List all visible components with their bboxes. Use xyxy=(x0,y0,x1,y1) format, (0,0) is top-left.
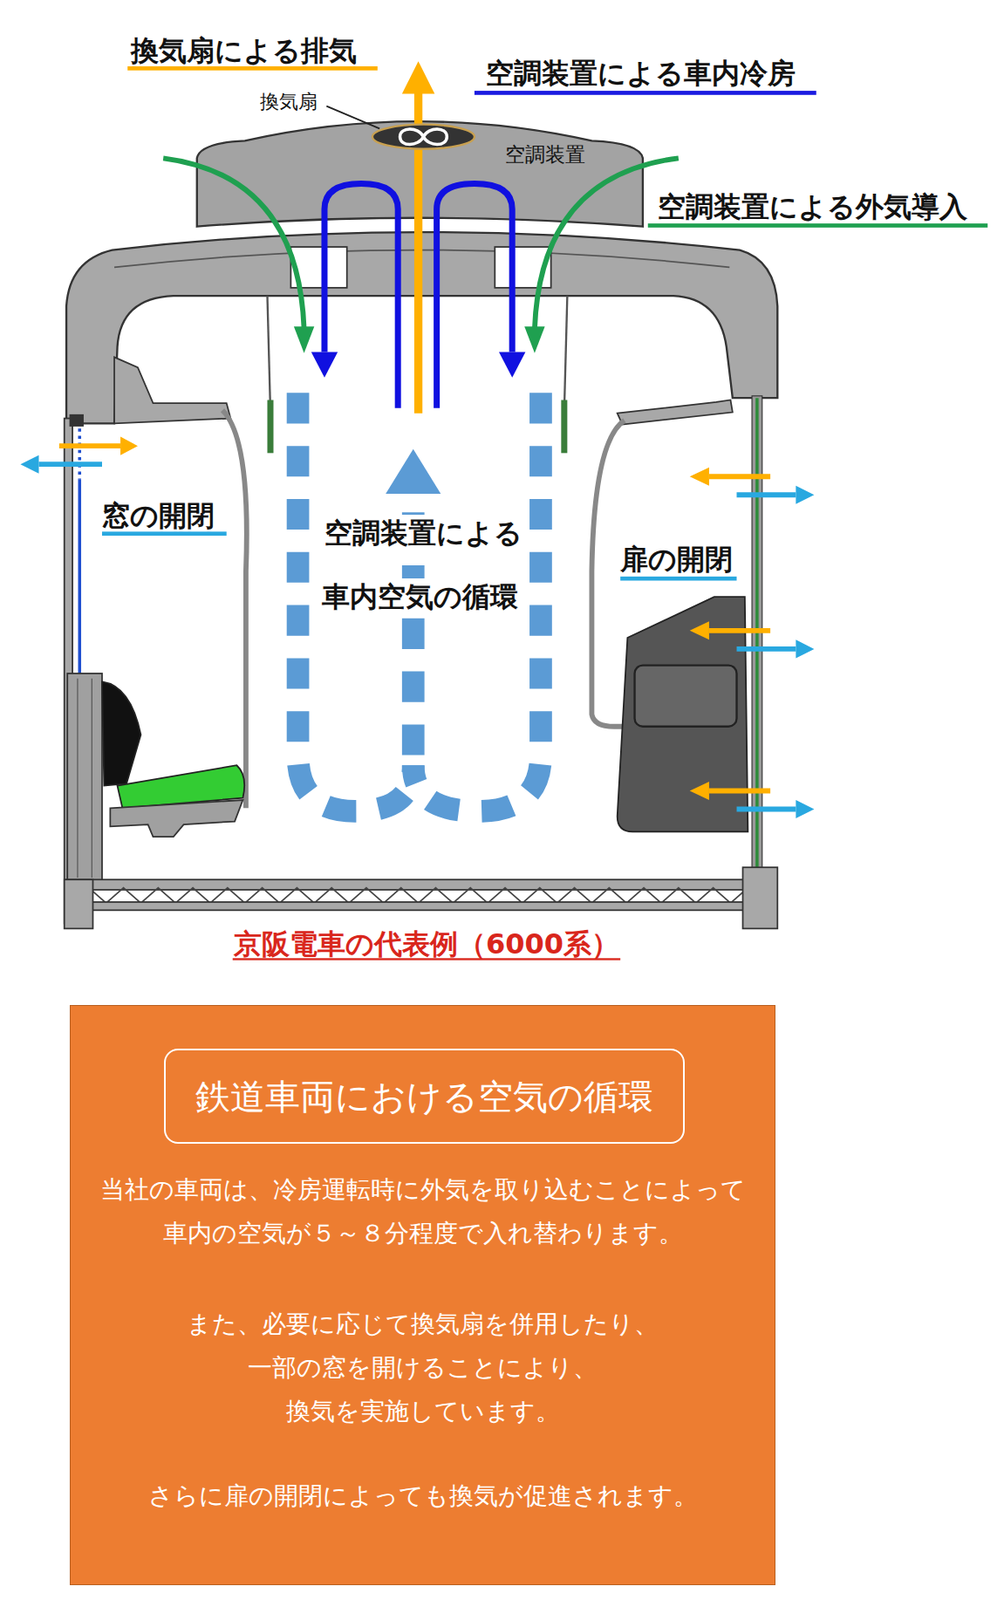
info-panel: 当社の車両は、冷房運転時に外気を取り込むことによって 車内の空気が５～８分程度で… xyxy=(69,1004,776,1585)
callout-title: 扉の開閉 xyxy=(620,542,733,576)
body-text: 当社の車両は、冷房運転時に外気を取り込むことによって 車内の空気が５～８分程度で… xyxy=(81,1167,765,1256)
part-name: 換気扇 xyxy=(259,90,318,114)
caption: 京阪電車の代表例（6000系） xyxy=(233,927,620,961)
heading-text: 鉄道車両における空気の循環 xyxy=(195,1075,654,1118)
callout-title: 窓の開閉 xyxy=(102,498,215,533)
label-block: 空調装置による 車内空気の循環 xyxy=(295,501,547,629)
body-text: また、必要に応じて換気扇を併用したり、 一部の窓を開けることにより、 換気を実施… xyxy=(154,1302,692,1434)
heading-box: 鉄道車両における空気の循環 xyxy=(163,1048,685,1144)
callout-title: 空調装置による車内冷房 xyxy=(485,56,796,90)
part-name: 空調装置 xyxy=(505,143,586,168)
callout-title: 空調装置による外気導入 xyxy=(657,190,968,224)
callout-title: 換気扇による排気 xyxy=(130,34,357,68)
body-text: さらに扉の開閉によっても換気が促進されます。 xyxy=(81,1474,765,1518)
flow-label: 空調装置による 車内空気の循環 xyxy=(321,514,523,615)
